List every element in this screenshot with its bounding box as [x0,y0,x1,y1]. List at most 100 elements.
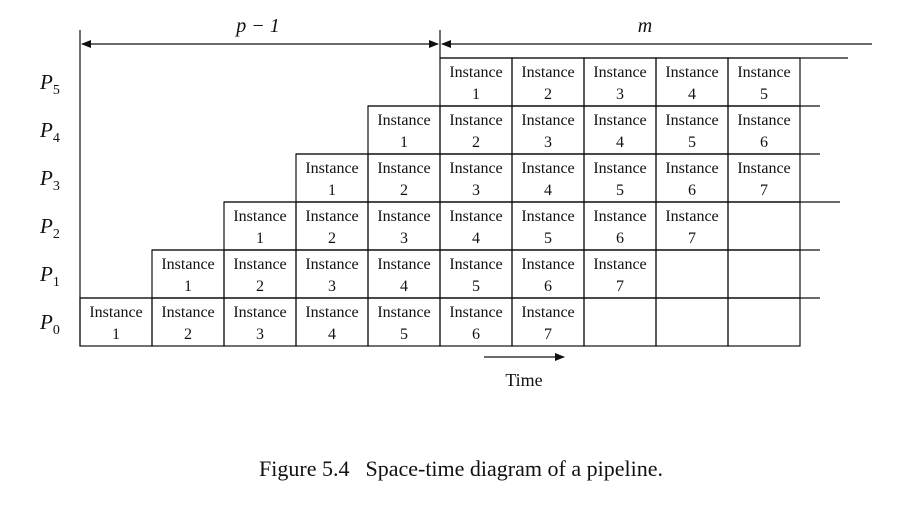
instance-number: 5 [760,86,768,103]
instance-word: Instance [521,64,574,81]
instance-word: Instance [593,256,646,273]
instance-number: 7 [544,326,552,343]
caption-number: Figure 5.4 [259,456,350,481]
instance-number: 2 [544,86,552,103]
instance-word: Instance [665,160,718,177]
empty-cell [727,249,801,299]
m-label: m [638,15,652,37]
instance-number: 4 [472,230,480,247]
instance-number: 6 [544,278,552,295]
instance-word: Instance [305,208,358,225]
processor-subscript: 5 [53,83,60,98]
instance-number: 1 [256,230,264,247]
instance-word: Instance [449,256,502,273]
instance-number: 2 [256,278,264,295]
instance-word: Instance [593,64,646,81]
instance-word: Instance [305,160,358,177]
instance-number: 1 [472,86,480,103]
instance-word: Instance [305,256,358,273]
empty-cell [727,201,801,251]
p-minus-1-label: p − 1 [234,15,280,37]
processor-label-p0: P0 [39,310,60,338]
instance-word: Instance [377,160,430,177]
instance-word: Instance [233,208,286,225]
instance-number: 5 [472,278,480,295]
instance-word: Instance [305,304,358,321]
instance-word: Instance [161,304,214,321]
instance-word: Instance [521,304,574,321]
instance-word: Instance [449,160,502,177]
instance-number: 2 [400,182,408,199]
processor-subscript: 1 [53,275,60,290]
processor-label-p5: P5 [39,70,60,98]
instance-number: 2 [472,134,480,151]
instance-number: 6 [688,182,696,199]
instance-word: Instance [521,256,574,273]
instance-number: 3 [616,86,624,103]
instance-number: 3 [256,326,264,343]
processor-subscript: 3 [53,179,60,194]
processor-subscript: 2 [53,227,60,242]
instance-number: 1 [112,326,120,343]
time-label: Time [505,370,542,390]
instance-number: 3 [400,230,408,247]
instance-word: Instance [665,112,718,129]
instance-number: 5 [616,182,624,199]
processor-subscript: 0 [53,323,60,338]
instance-number: 5 [688,134,696,151]
figure-caption: Figure 5.4 Space-time diagram of a pipeli… [0,456,922,482]
instance-number: 3 [544,134,552,151]
instance-number: 4 [544,182,552,199]
instance-number: 4 [688,86,696,103]
instance-number: 3 [472,182,480,199]
processor-subscript: 4 [53,131,60,146]
instance-word: Instance [89,304,142,321]
empty-cell [583,297,657,347]
instance-number: 7 [760,182,768,199]
instance-word: Instance [737,112,790,129]
empty-cell [655,297,729,347]
instance-word: Instance [449,64,502,81]
processor-label-p2: P2 [39,214,60,242]
empty-cell [727,297,801,347]
instance-word: Instance [377,256,430,273]
processor-label-p1: P1 [39,262,60,290]
instance-number: 1 [184,278,192,295]
instance-number: 2 [328,230,336,247]
caption-text: Space-time diagram of a pipeline. [365,456,663,481]
instance-number: 1 [328,182,336,199]
instance-word: Instance [449,208,502,225]
instance-word: Instance [593,160,646,177]
instance-number: 4 [616,134,624,151]
instance-number: 1 [400,134,408,151]
instance-word: Instance [593,208,646,225]
instance-number: 7 [616,278,624,295]
instance-number: 6 [760,134,768,151]
instance-word: Instance [377,112,430,129]
instance-word: Instance [737,160,790,177]
instance-word: Instance [665,64,718,81]
instance-number: 6 [472,326,480,343]
instance-number: 5 [544,230,552,247]
instance-word: Instance [521,112,574,129]
pipeline-grid: Instance1Instance2Instance3Instance4Inst… [79,57,848,347]
empty-cell [655,249,729,299]
instance-number: 5 [400,326,408,343]
instance-word: Instance [233,304,286,321]
instance-number: 4 [328,326,336,343]
instance-word: Instance [449,112,502,129]
instance-number: 2 [184,326,192,343]
instance-number: 6 [616,230,624,247]
processor-label-p4: P4 [39,118,60,146]
instance-word: Instance [593,112,646,129]
instance-number: 3 [328,278,336,295]
instance-word: Instance [233,256,286,273]
instance-word: Instance [665,208,718,225]
instance-word: Instance [161,256,214,273]
instance-word: Instance [737,64,790,81]
instance-number: 7 [688,230,696,247]
instance-word: Instance [377,304,430,321]
instance-word: Instance [449,304,502,321]
